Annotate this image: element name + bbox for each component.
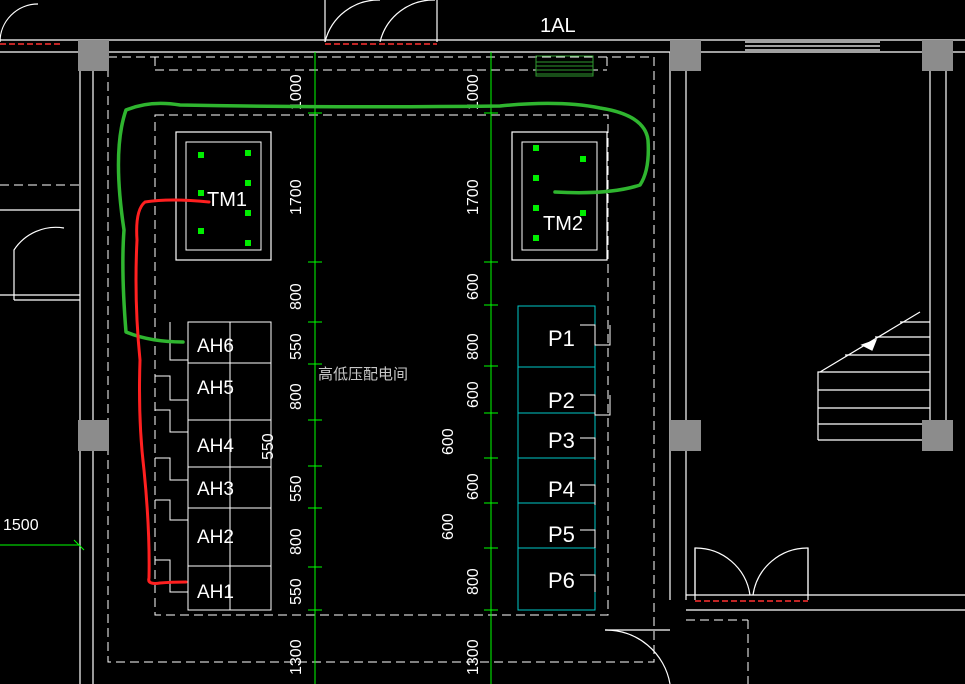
dimension-label: 1700 [288,179,305,215]
lv-panel-p1[interactable]: P1 [548,326,575,351]
vent-hatch [535,55,594,77]
room-name: 高低压配电间 [318,365,408,383]
dimension-label: 550 [288,475,305,502]
panel-label: P1 [548,326,575,351]
dimension-text-inner: 550 600 600 [260,428,457,540]
dimension-label: 600 [440,513,457,540]
dimension-label: 800 [465,568,482,595]
dimension-label: 800 [465,333,482,360]
transformer-tm1[interactable]: TM1 [175,131,272,261]
dimension-lines [0,52,492,684]
dimension-label: 600 [465,473,482,500]
panel-label: P3 [548,428,575,453]
dimension-label: 800 [288,383,305,410]
dimension-label: 550 [288,333,305,360]
axis-label: 1AL [540,15,576,37]
anchor-points [198,145,586,246]
dimension-label: 800 [288,283,305,310]
dimension-label: 550 [288,578,305,605]
cabinet-label: AH2 [197,527,234,548]
lv-panel-p3[interactable]: P3 [548,428,575,453]
dimension-label: 600 [465,381,482,408]
dimension-label: 600 [440,428,457,455]
lv-panel-stubs [580,324,611,592]
cabinet-label: AH3 [197,479,234,500]
hv-cabinet-ah4[interactable]: AH4 [197,436,234,457]
hv-cabinet-ah5[interactable]: AH5 [197,378,234,399]
panel-label: P4 [548,477,575,502]
panel-label: P6 [548,568,575,593]
dimension-text-right: 1000 1700 600 800 600 600 800 1300 [465,74,482,675]
lv-panel-p4[interactable]: P4 [548,477,575,502]
door-thresholds [0,43,808,602]
hv-cabinet-ah3[interactable]: AH3 [197,479,234,500]
red-markup-route [134,198,211,585]
cabinet-label: AH5 [197,378,234,399]
hv-cabinet-row [155,321,272,611]
hv-cabinet-ah6[interactable]: AH6 [197,336,234,357]
panel-label: P5 [548,522,575,547]
dimension-label: 1300 [288,639,305,675]
cabinet-label: AH4 [197,436,234,457]
dimension-text-left: 1000 1700 800 550 800 550 800 550 1300 [288,74,305,675]
hv-cabinet-ah2[interactable]: AH2 [197,527,234,548]
dimension-label: 1000 [465,74,482,110]
dimension-label: 600 [465,273,482,300]
lv-panel-p2[interactable]: P2 [548,388,575,413]
dimension-label: 1000 [288,74,305,110]
dimension-label: 1700 [465,179,482,215]
transformer-tm2[interactable]: TM2 [511,131,608,261]
cable-trench [0,56,749,684]
hv-cabinet-ah1[interactable]: AH1 [197,582,234,603]
structural-columns [78,40,953,451]
dimension-label: 550 [260,433,277,460]
cabinet-label: AH6 [197,336,234,357]
lv-panel-row [517,305,596,611]
lv-panel-p5[interactable]: P5 [548,522,575,547]
dimension-ticks [73,112,498,611]
cabinet-label: AH1 [197,582,234,603]
dimension-label: 800 [288,528,305,555]
dimension-label: 1300 [465,639,482,675]
left-dimension-label: 1500 [3,517,39,534]
transformer-label: TM1 [207,189,247,211]
panel-label: P2 [548,388,575,413]
lv-panel-p6[interactable]: P6 [548,568,575,593]
green-markup-route [116,101,651,344]
transformer-label: TM2 [543,213,583,235]
